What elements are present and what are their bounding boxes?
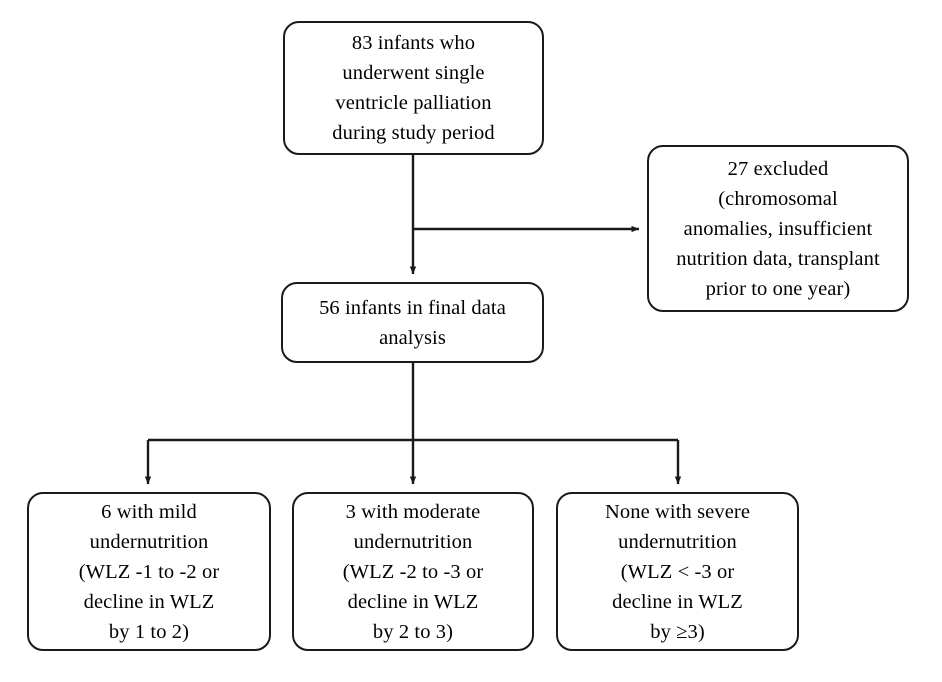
node-mild-undernutrition: 6 with mild undernutrition (WLZ -1 to -2… (27, 492, 271, 651)
node-excluded-line-4: nutrition data, transplant (676, 247, 880, 270)
node-moderate-line-3: (WLZ -2 to -3 or (342, 560, 484, 583)
node-enrolled-line-2: underwent single (342, 62, 485, 84)
node-excluded-line-5: prior to one year) (705, 277, 851, 300)
node-moderate-line-5: by 2 to 3) (372, 620, 454, 643)
node-analyzed-line-2: analysis (379, 326, 446, 349)
node-enrolled-line-1: 83 infants who (351, 32, 476, 54)
node-mild-line-4: decline in WLZ (83, 590, 215, 613)
node-mild-line-1: 6 with mild (101, 500, 197, 523)
node-excluded-line-3: anomalies, insufficient (683, 217, 873, 240)
node-analyzed-line-1: 56 infants in final data (319, 296, 506, 319)
node-mild-line-2: undernutrition (89, 530, 209, 553)
node-severe-line-3: (WLZ < -3 or (620, 560, 735, 583)
node-severe-undernutrition: None with severe undernutrition (WLZ < -… (556, 492, 799, 651)
node-excluded-line-2: (chromosomal (718, 187, 838, 210)
node-enrolled-cohort: 83 infants who underwent single ventricl… (283, 21, 544, 155)
node-severe-line-4: decline in WLZ (612, 590, 743, 613)
node-severe-line-5: by ≥3) (650, 620, 705, 643)
node-moderate-undernutrition: 3 with moderate undernutrition (WLZ -2 t… (292, 492, 534, 651)
node-moderate-line-4: decline in WLZ (347, 590, 479, 613)
node-moderate-line-1: 3 with moderate (345, 500, 481, 523)
node-enrolled-line-4: during study period (332, 122, 495, 144)
node-excluded-line-1: 27 excluded (727, 157, 829, 180)
node-mild-line-5: by 1 to 2) (108, 620, 190, 643)
node-mild-line-3: (WLZ -1 to -2 or (78, 560, 220, 583)
node-excluded-cohort: 27 excluded (chromosomal anomalies, insu… (647, 145, 909, 312)
node-analyzed-cohort: 56 infants in final data analysis (281, 282, 544, 363)
node-severe-line-1: None with severe (604, 500, 751, 523)
node-enrolled-line-3: ventricle palliation (335, 92, 492, 114)
node-severe-line-2: undernutrition (618, 530, 737, 553)
node-moderate-line-2: undernutrition (353, 530, 473, 553)
